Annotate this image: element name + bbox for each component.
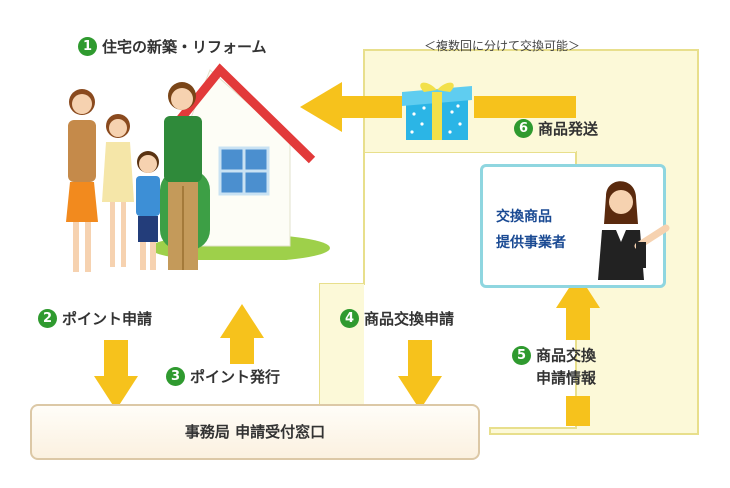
vendor-label: 交換商品 提供事業者 bbox=[496, 204, 566, 256]
exchange-down-arrow bbox=[398, 340, 442, 410]
exchange-note: ＜複数回に分けて交換可能＞ bbox=[424, 39, 581, 53]
step-4-number: 4 bbox=[340, 309, 359, 328]
office-box: 事務局 申請受付窓口 bbox=[30, 404, 480, 460]
vendor-label-line1: 交換商品 bbox=[496, 209, 552, 225]
step-1-number: 1 bbox=[78, 37, 97, 56]
vendor-label-line2: 提供事業者 bbox=[496, 235, 566, 251]
application-down-arrow bbox=[94, 340, 138, 410]
step-2-number: 2 bbox=[38, 309, 57, 328]
office-label: 事務局 申請受付窓口 bbox=[184, 423, 326, 441]
issue-up-arrow bbox=[220, 304, 264, 364]
step-6-number: 6 bbox=[514, 119, 533, 138]
exchange-info-up-arrow bbox=[556, 274, 600, 426]
step-3-number: 3 bbox=[166, 367, 185, 386]
step-5-number: 5 bbox=[512, 346, 531, 365]
operator-woman-icon bbox=[598, 181, 670, 280]
ship-arrow bbox=[300, 82, 576, 132]
family-icon bbox=[66, 82, 202, 272]
gift-box-icon bbox=[402, 82, 472, 140]
